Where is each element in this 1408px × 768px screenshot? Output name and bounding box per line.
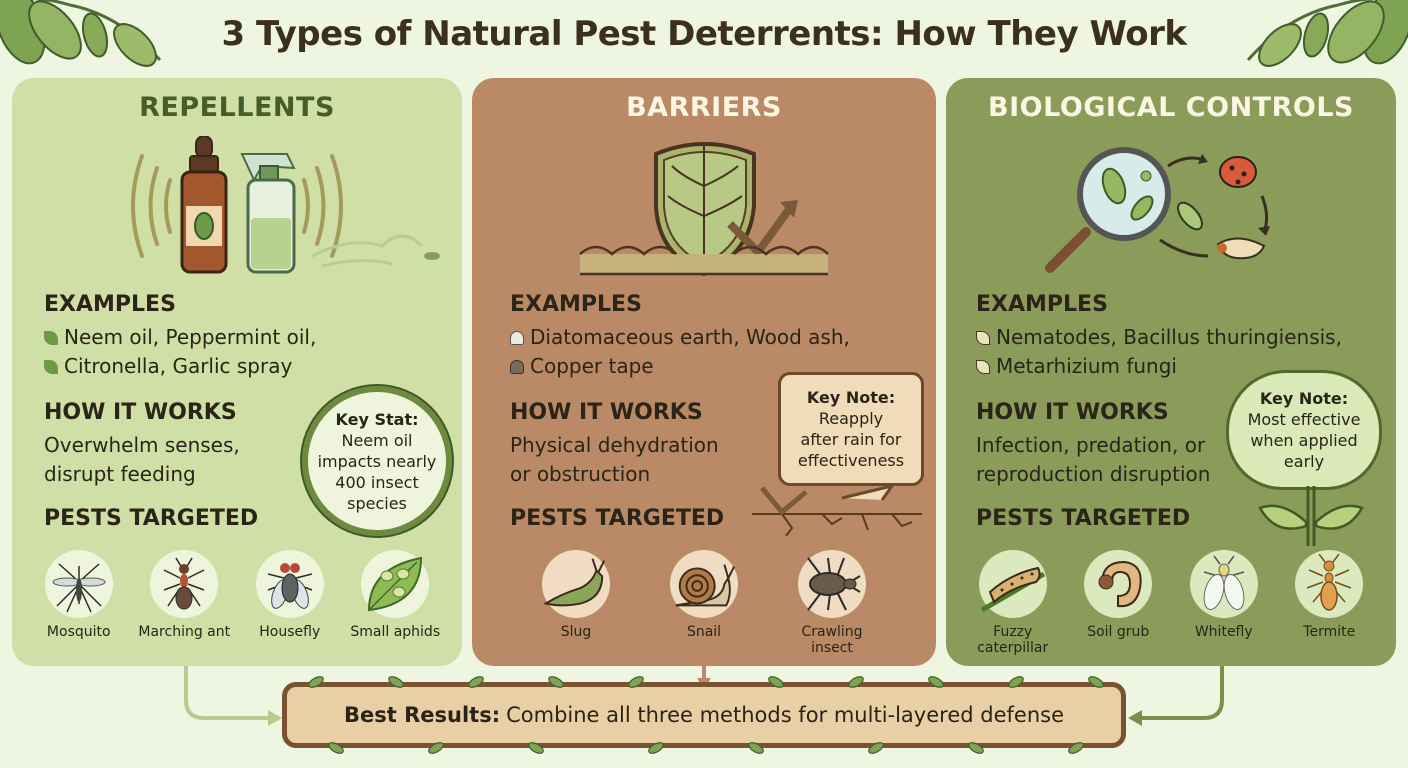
panel-repellents: REPELLENTS EXAMPLES Neem oil, Peppermint… bbox=[12, 78, 462, 666]
examples-list: Nematodes, Bacillus thuringiensis, Metar… bbox=[976, 323, 1342, 381]
pest-item: Small aphids bbox=[347, 550, 443, 640]
pest-item: Soil grub bbox=[1070, 550, 1166, 656]
panel-heading: REPELLENTS bbox=[139, 92, 335, 123]
panel-barriers: BARRIERS EXAMPLES Diatomaceous earth, Wo… bbox=[472, 78, 936, 666]
grub-icon bbox=[1098, 560, 1142, 608]
snail-icon bbox=[675, 564, 735, 607]
pests-targeted-heading: PESTS TARGETED bbox=[510, 506, 725, 531]
pest-item: Snail bbox=[656, 550, 752, 656]
pest-item: Housefly bbox=[242, 550, 338, 640]
pests-targeted-heading: PESTS TARGETED bbox=[44, 506, 259, 531]
magnifier-microbes-cycle-icon bbox=[1045, 147, 1270, 273]
how-it-works-heading: HOW IT WORKS bbox=[510, 400, 703, 425]
how-it-works-text: Overwhelm senses, disrupt feeding bbox=[44, 433, 240, 486]
ant-icon bbox=[163, 557, 205, 610]
panel-heading: BARRIERS bbox=[626, 92, 782, 123]
key-note-bubble: Key Note: Most effective when applied ea… bbox=[1226, 370, 1382, 490]
termite-icon bbox=[1306, 554, 1352, 611]
how-it-works-text: Infection, predation, or reproduction di… bbox=[976, 433, 1211, 486]
leaf-bullet-icon bbox=[44, 359, 58, 374]
caterpillar-icon bbox=[980, 566, 1046, 613]
pest-item: Crawling insect bbox=[784, 550, 880, 656]
whitefly-icon bbox=[1203, 555, 1245, 611]
panel-biological-controls: BIOLOGICAL CONTROLS EXAMPLES Nematodes, … bbox=[946, 78, 1396, 666]
powder-pile-bullet-icon bbox=[510, 330, 524, 345]
key-stat-badge: Key Stat: Neem oil impacts nearly 400 in… bbox=[302, 386, 452, 536]
pest-item: Termite bbox=[1281, 550, 1377, 656]
cracked-ground-icon bbox=[752, 483, 922, 537]
leaf-shield-icon bbox=[579, 142, 829, 276]
best-results-banner: Best Results: Combine all three methods … bbox=[282, 682, 1126, 748]
how-it-works-text: Physical dehydration or obstruction bbox=[510, 433, 719, 486]
examples-heading: EXAMPLES bbox=[976, 292, 1108, 317]
pests-list: Fuzzy caterpillar Soil grub Whitefly Ter… bbox=[946, 550, 1396, 656]
footer: Best Results: Combine all three methods … bbox=[0, 660, 1408, 768]
pests-list: Mosquito Marching ant Housefly Small aph… bbox=[12, 550, 462, 640]
housefly-icon bbox=[267, 563, 313, 609]
examples-list: Neem oil, Peppermint oil, Citronella, Ga… bbox=[44, 323, 316, 381]
leaf-bullet-icon bbox=[976, 330, 990, 345]
how-it-works-heading: HOW IT WORKS bbox=[976, 400, 1169, 425]
leaf-corner-right-icon bbox=[1246, 0, 1408, 67]
pest-item: Fuzzy caterpillar bbox=[965, 550, 1061, 656]
pest-item: Marching ant bbox=[136, 550, 232, 640]
slug-icon bbox=[543, 558, 606, 607]
crawling-insect-icon bbox=[807, 557, 861, 611]
pest-item: Whitefly bbox=[1176, 550, 1272, 656]
leaf-corner-left-icon bbox=[0, 0, 162, 67]
mosquito-icon bbox=[52, 563, 106, 613]
sprout-icon bbox=[1258, 486, 1364, 546]
pest-item: Mosquito bbox=[31, 550, 127, 640]
oil-dropper-and-spray-bottle-icon bbox=[131, 136, 440, 274]
how-it-works-heading: HOW IT WORKS bbox=[44, 400, 237, 425]
ash-pile-bullet-icon bbox=[510, 359, 524, 374]
examples-list: Diatomaceous earth, Wood ash, Copper tap… bbox=[510, 323, 850, 381]
leaf-bullet-icon bbox=[976, 359, 990, 374]
key-note-bubble: Key Note: Reapply after rain for effecti… bbox=[778, 372, 924, 486]
panel-heading: BIOLOGICAL CONTROLS bbox=[988, 92, 1354, 123]
pests-list: Slug Snail Crawling insect bbox=[472, 550, 936, 656]
connector-arrows-icon bbox=[184, 666, 1224, 726]
page-title: 3 Types of Natural Pest Deterrents: How … bbox=[221, 14, 1187, 54]
examples-heading: EXAMPLES bbox=[44, 292, 176, 317]
examples-heading: EXAMPLES bbox=[510, 292, 642, 317]
pest-item: Slug bbox=[528, 550, 624, 656]
leaf-bullet-icon bbox=[44, 330, 58, 345]
pests-targeted-heading: PESTS TARGETED bbox=[976, 506, 1191, 531]
aphids-on-leaf-icon bbox=[368, 556, 423, 612]
